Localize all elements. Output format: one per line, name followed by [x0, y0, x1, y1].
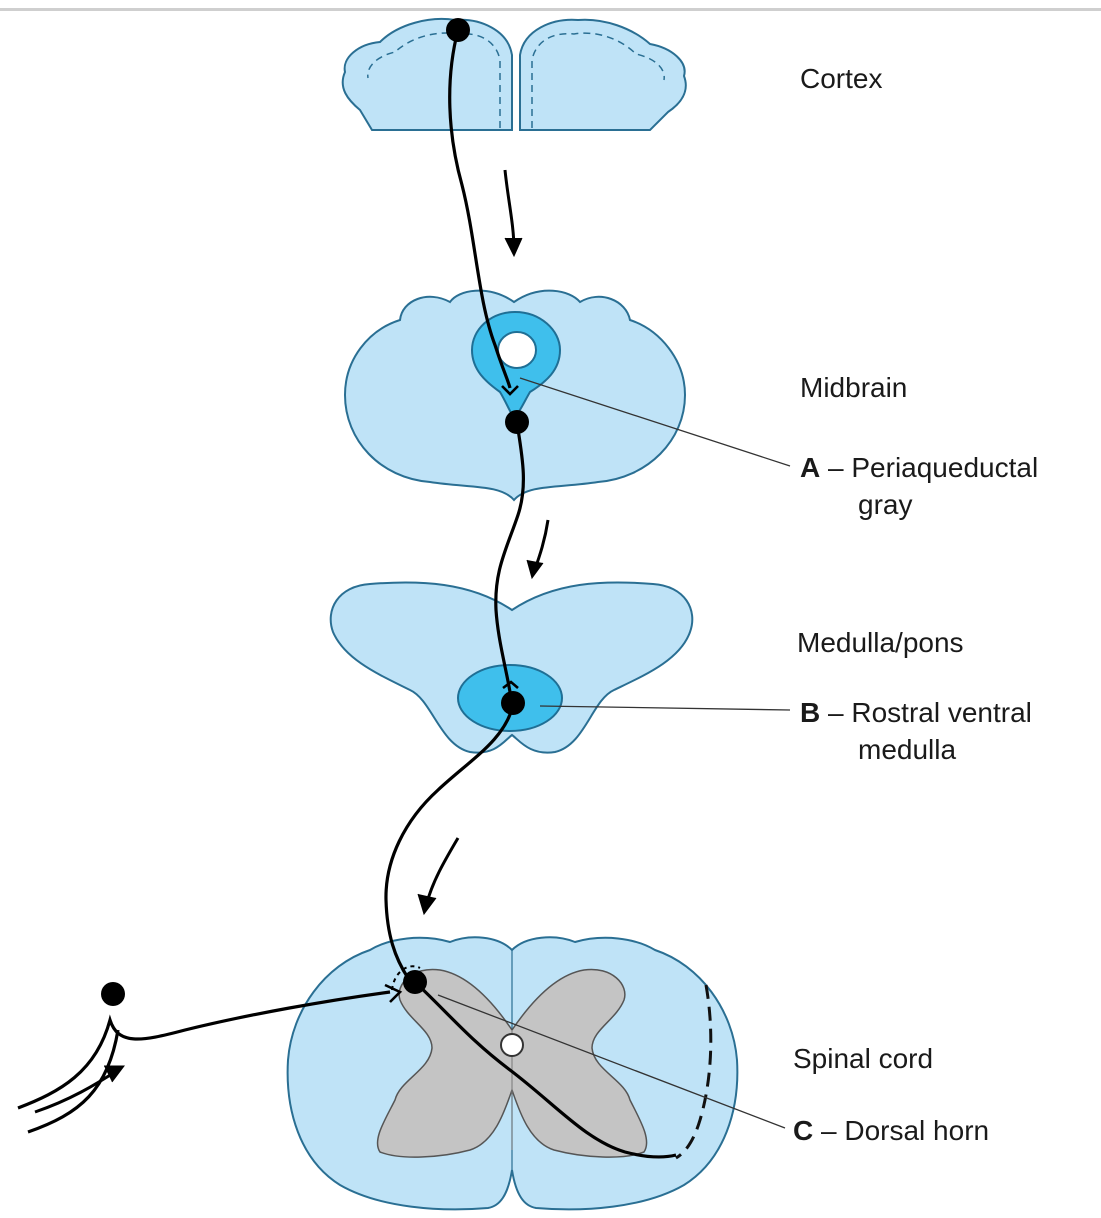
pag-neuron — [505, 410, 529, 434]
cortex-left-gray-boundary — [367, 32, 501, 128]
lateral-tract-dashed — [675, 984, 713, 1160]
flow-arrow-4-head — [104, 1065, 125, 1083]
afferent-terminal-fork — [384, 983, 403, 1003]
callout-b-line2: medulla — [858, 734, 956, 765]
flow-arrow-3 — [424, 837, 460, 907]
flow-arrow-2-head — [526, 559, 544, 580]
midbrain-section — [343, 289, 687, 502]
rvm-neuron — [501, 691, 525, 715]
leader-lines — [437, 377, 791, 1129]
flow-arrow-1-head — [504, 237, 523, 258]
central-canal — [500, 1033, 524, 1057]
callout-b: B – Rostral ventral — [800, 697, 1032, 728]
top-border-line — [0, 8, 1101, 11]
flow-arrows — [34, 169, 550, 1114]
leader-line-c — [437, 994, 786, 1129]
leader-line-b — [539, 705, 791, 711]
leader-line-a — [519, 377, 791, 467]
cortex-neuron — [446, 18, 470, 42]
pag-to-rvm-axon — [494, 422, 526, 693]
rvm-to-spinal-axon — [384, 704, 515, 979]
cortex-right-gray-boundary — [531, 32, 665, 128]
primary-afferent-fiber-2 — [27, 1029, 120, 1134]
callout-b-letter: B — [800, 697, 820, 728]
callout-a-letter: A — [800, 452, 820, 483]
label-cortex: Cortex — [800, 63, 882, 94]
label-spinal-cord: Spinal cord — [793, 1043, 933, 1074]
cortex-to-pag-axon — [448, 29, 512, 389]
dorsal-horn-neuron — [403, 970, 427, 994]
dorsal-horn-projection — [413, 980, 677, 1159]
callout-a-line2: gray — [858, 489, 912, 520]
cortex-section — [341, 18, 687, 131]
descending-pathway — [17, 29, 677, 1159]
neuron-cell-bodies — [101, 18, 529, 1006]
callout-c-letter: C — [793, 1115, 813, 1146]
flow-arrow-3-head — [417, 893, 437, 916]
cortex-right-hemisphere — [519, 18, 687, 131]
callout-a: A – Periaqueductal — [800, 452, 1038, 483]
rvm-synapse-terminal — [502, 680, 519, 690]
medulla-section — [329, 581, 694, 754]
callout-c-text: – Dorsal horn — [813, 1115, 989, 1146]
primary-afferent-fiber — [17, 990, 391, 1110]
callout-b-text: – Rostral ventral — [820, 697, 1032, 728]
callout-c: C – Dorsal horn — [793, 1115, 989, 1146]
cortex-left-hemisphere — [341, 18, 513, 131]
label-midbrain: Midbrain — [800, 372, 907, 403]
pag-synapse-terminal — [501, 385, 519, 396]
label-medulla-pons: Medulla/pons — [797, 627, 964, 658]
cerebral-aqueduct — [497, 331, 537, 369]
drg-neuron — [101, 982, 125, 1006]
callout-a-text: – Periaqueductal — [820, 452, 1038, 483]
